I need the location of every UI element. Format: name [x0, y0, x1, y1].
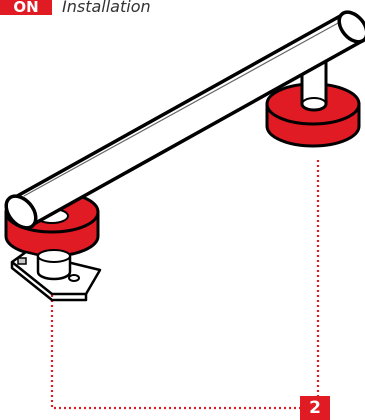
screw-hole-icon — [68, 274, 80, 282]
grab-bar-tube — [4, 10, 365, 230]
language-badge: ON — [0, 0, 52, 15]
leader-line-right — [316, 160, 330, 410]
step-number-badge: 2 — [300, 396, 330, 420]
mounting-plate — [10, 249, 102, 302]
leader-lines — [50, 160, 330, 410]
section-title: Installation — [62, 0, 151, 16]
leader-line-left — [50, 290, 300, 410]
